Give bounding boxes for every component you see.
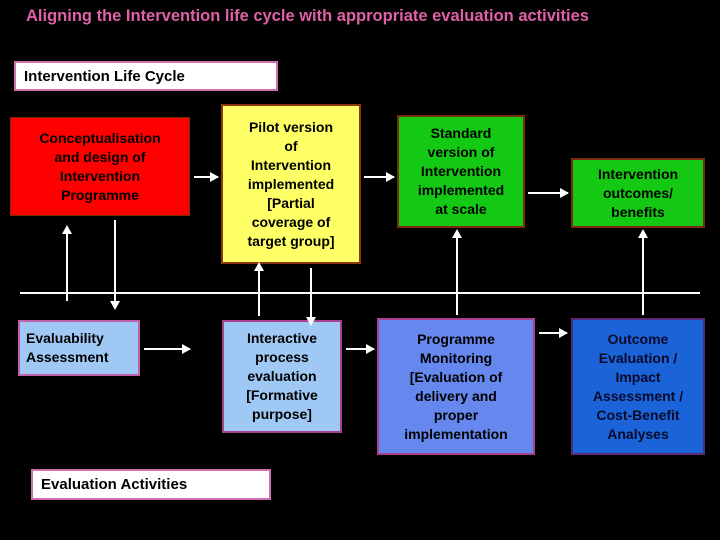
node-conceptualisation-and-design[interactable]: Conceptualisation and design of Interven…: [10, 117, 190, 216]
arrow-conceptualisation-to-pilot: [194, 172, 219, 182]
arrow-monitoring-to-outcome-evaluation: [539, 328, 568, 338]
node-standard-version-at-scale[interactable]: Standard version of Intervention impleme…: [397, 115, 525, 228]
arrow-down-conceptualisation-to-evaluation: [110, 220, 120, 310]
arrow-up-interactive-to-pilot: [254, 262, 264, 316]
node-programme-monitoring[interactable]: Programme Monitoring [Evaluation of deli…: [377, 318, 535, 455]
arrow-standard-to-outcomes: [528, 188, 569, 198]
lane-divider-line: [20, 292, 700, 294]
arrow-up-monitoring-to-standard: [452, 229, 462, 315]
arrow-up-evaluability-to-conceptualisation: [62, 225, 72, 301]
arrow-pilot-to-standard: [364, 172, 395, 182]
node-outcome-evaluation-impact-assessment[interactable]: Outcome Evaluation / Impact Assessment /…: [571, 318, 705, 455]
arrow-evaluability-to-interactive: [144, 344, 191, 354]
banner-intervention-life-cycle: Intervention Life Cycle: [14, 61, 278, 91]
arrow-down-pilot-to-interactive: [306, 268, 316, 326]
node-pilot-version[interactable]: Pilot version of Intervention implemente…: [221, 104, 361, 264]
node-evaluability-assessment[interactable]: Evaluability Assessment: [18, 320, 140, 376]
page-title: Aligning the Intervention life cycle wit…: [26, 7, 589, 25]
arrow-interactive-to-monitoring: [346, 344, 375, 354]
node-intervention-outcomes-benefits[interactable]: Intervention outcomes/ benefits: [571, 158, 705, 228]
node-interactive-process-evaluation[interactable]: Interactive process evaluation [Formativ…: [222, 320, 342, 433]
arrow-up-outcome-evaluation-to-outcomes: [638, 229, 648, 315]
banner-evaluation-activities: Evaluation Activities: [31, 469, 271, 500]
